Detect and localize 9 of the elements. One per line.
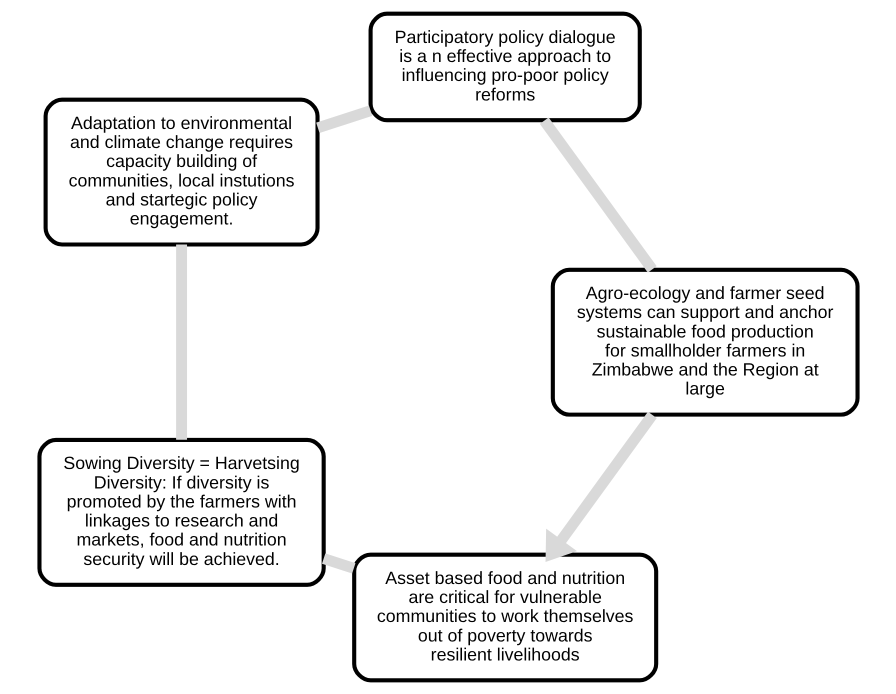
connector	[316, 105, 372, 133]
node-box: Sowing Diversity = Harvetsing Diversity: If diversity is promoted by the farmers with linkages to research and markets, food and nutrition security will be achieved.	[36, 438, 326, 587]
connector	[539, 117, 656, 273]
connector	[176, 244, 187, 440]
node-box: Participatory policy dialogue is a n effective approach to influencing pro-poor policy reforms	[368, 12, 642, 122]
node-box: Agro-ecology and farmer seed systems can support and anchor sustainable food production for smallholder farmers in Zimbabwe and the Region at large	[550, 268, 860, 417]
node-box: Asset based food and nutrition are critical for vulnerable communities to work themselves out of poverty towards resilient livelihoods	[352, 552, 658, 682]
arrow	[545, 412, 656, 562]
node-box: Adaptation to environmental and climate change requires capacity building of communities, local instutions and startegic policy engagement.	[43, 98, 320, 247]
